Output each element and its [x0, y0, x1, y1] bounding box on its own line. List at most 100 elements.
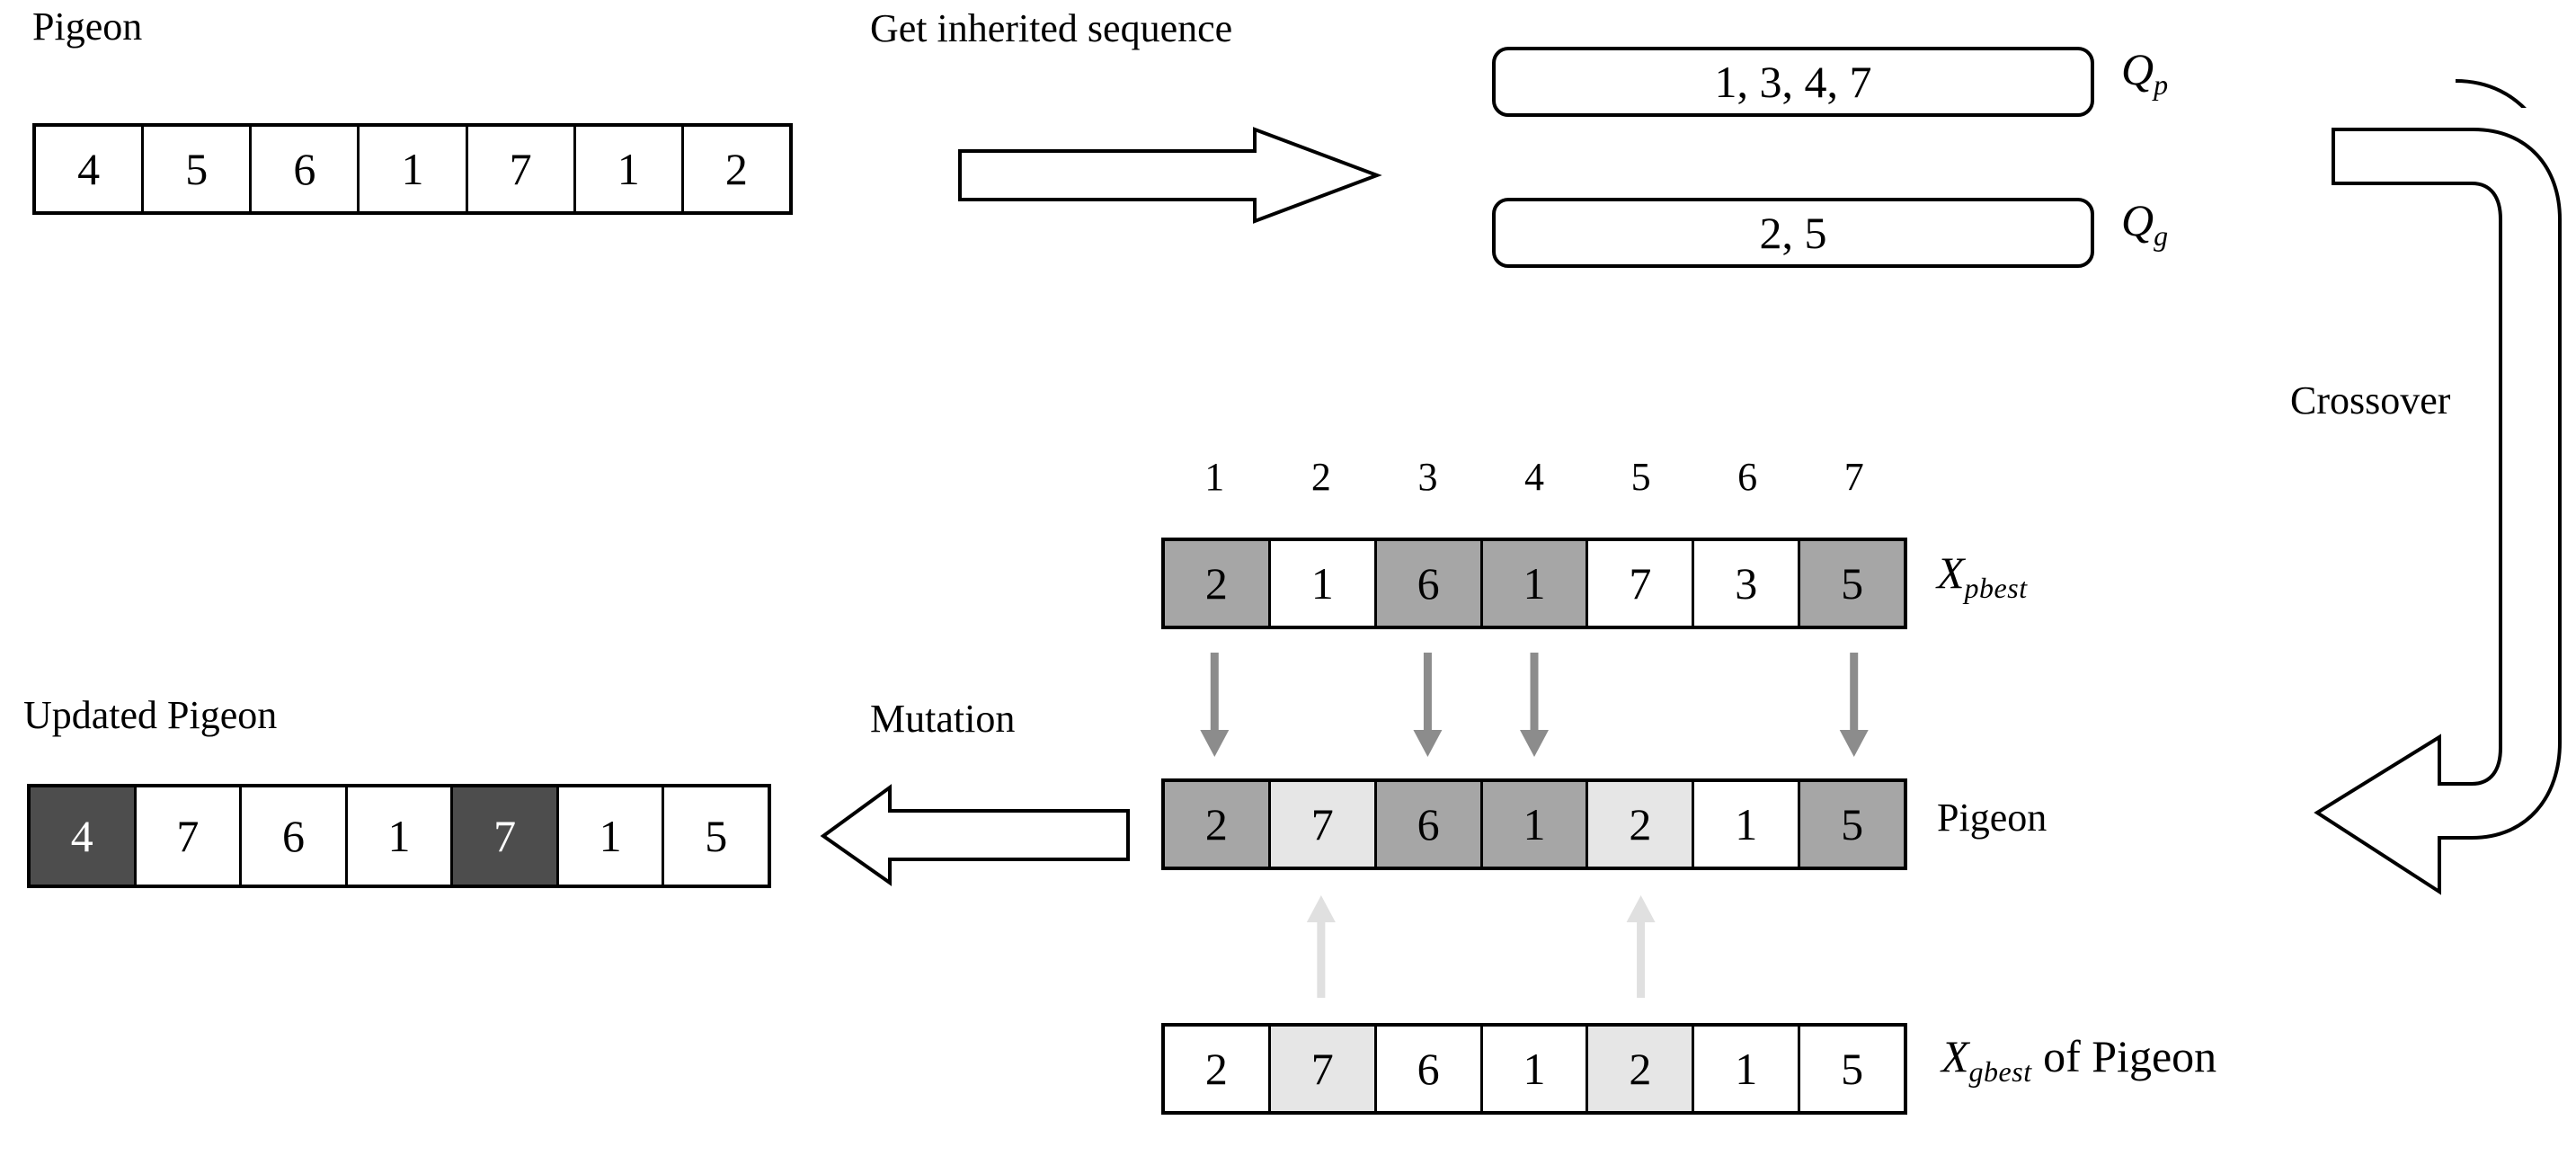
original-pigeon-cell-1: 4	[36, 127, 145, 211]
x-gbest-cell-1-value: 2	[1204, 1044, 1228, 1094]
updated-pigeon-cell-1: 4	[31, 787, 137, 885]
x-pbest-cell-2-value: 1	[1310, 558, 1334, 609]
pigeon-cell-3-value: 6	[1417, 799, 1440, 849]
original-pigeon-cell-2-value: 5	[185, 144, 209, 194]
updated-pigeon-cell-1-value: 4	[70, 811, 93, 861]
pigeon-cell-5-value: 2	[1629, 799, 1652, 849]
down-arrow-col-1	[1200, 653, 1230, 757]
pigeon-cell-7: 5	[1800, 782, 1905, 867]
original-pigeon-cell-6: 1	[575, 127, 684, 211]
original-pigeon-cell-5-value: 7	[509, 144, 532, 194]
updated-pigeon-cell-7-value: 5	[705, 811, 728, 861]
x-pbest-symbol: X	[1937, 547, 1965, 598]
qp-subscript: p	[2154, 68, 2169, 101]
x-pbest-cell-5-value: 7	[1629, 558, 1652, 609]
column-index-5: 5	[1630, 455, 1651, 499]
up-arrow-col-2	[1306, 895, 1336, 998]
column-index-4: 4	[1524, 455, 1545, 499]
updated-pigeon-cell-7: 5	[664, 787, 768, 885]
pigeon-cell-7-value: 5	[1841, 799, 1864, 849]
x-gbest-cell-4: 1	[1482, 1027, 1589, 1111]
arrow-left-mutation-icon	[820, 784, 1130, 886]
pigeon-cell-2-value: 7	[1310, 799, 1334, 849]
x-gbest-cell-7: 5	[1800, 1027, 1905, 1111]
arrow-crossover-shape	[2247, 108, 2576, 917]
x-pbest-cell-4-value: 1	[1523, 558, 1546, 609]
x-pbest-cell-7: 5	[1800, 541, 1905, 626]
pigeon-cell-4: 1	[1482, 782, 1589, 867]
pigeon-cell-6-value: 1	[1735, 799, 1758, 849]
x-pbest-cell-3-value: 6	[1417, 558, 1440, 609]
down-arrow-layer	[1161, 636, 1907, 773]
label-crossover: Crossover	[2290, 378, 2451, 422]
page-title-updated-pigeon: Updated Pigeon	[23, 693, 278, 737]
up-arrow-layer	[1161, 879, 1907, 1014]
x-gbest-cell-7-value: 5	[1841, 1044, 1864, 1094]
pigeon-cell-1: 2	[1165, 782, 1271, 867]
x-gbest-cell-2: 7	[1270, 1027, 1377, 1111]
updated-pigeon-cell-3-value: 6	[281, 811, 305, 861]
original-pigeon-cell-4: 1	[360, 127, 468, 211]
pigeon-cell-3: 6	[1376, 782, 1483, 867]
updated-pigeon-cell-2-value: 7	[176, 811, 200, 861]
inherited-box-qp: 1, 3, 4, 7	[1492, 47, 2094, 117]
page-title-pigeon: Pigeon	[32, 4, 143, 49]
updated-pigeon-cell-5-value: 7	[493, 811, 517, 861]
label-pigeon-row: Pigeon	[1937, 796, 2047, 840]
x-gbest-cell-5-value: 2	[1629, 1044, 1652, 1094]
label-mutation: Mutation	[870, 697, 1016, 741]
x-pbest-cell-6: 3	[1694, 541, 1801, 626]
x-pbest-cell-2: 1	[1270, 541, 1377, 626]
label-x-gbest: Xgbest of Pigeon	[1941, 1034, 2216, 1086]
column-index-1: 1	[1204, 455, 1225, 499]
pigeon-cell-2: 7	[1270, 782, 1377, 867]
label-get-inherited-sequence: Get inherited sequence	[870, 6, 1233, 50]
x-gbest-symbol: X	[1941, 1031, 1969, 1081]
inherited-box-qp-value: 1, 3, 4, 7	[1714, 57, 1872, 107]
updated-pigeon-cell-6: 1	[558, 787, 665, 885]
original-pigeon-cell-6-value: 1	[617, 144, 640, 194]
original-pigeon-cell-5: 7	[467, 127, 576, 211]
qg-subscript: g	[2154, 219, 2169, 252]
up-arrow-col-5	[1626, 895, 1656, 998]
x-pbest-subscript: pbest	[1964, 572, 2028, 604]
x-pbest-cell-6-value: 3	[1735, 558, 1758, 609]
down-arrow-col-7	[1839, 653, 1869, 757]
x-gbest-cell-1: 2	[1165, 1027, 1271, 1111]
x-pbest-cell-3: 6	[1376, 541, 1483, 626]
column-index-6: 6	[1737, 455, 1758, 499]
x-pbest-cell-4: 1	[1482, 541, 1589, 626]
original-pigeon-cell-2: 5	[144, 127, 253, 211]
x-gbest-subscript: gbest	[1968, 1055, 2032, 1088]
updated-pigeon-cell-3: 6	[242, 787, 348, 885]
x-pbest-cell-1-value: 2	[1204, 558, 1228, 609]
pigeon-cell-1-value: 2	[1204, 799, 1228, 849]
x-gbest-cell-3: 6	[1376, 1027, 1483, 1111]
x-gbest-cell-2-value: 7	[1310, 1044, 1334, 1094]
arrow-right-get-inherited-icon	[958, 126, 1382, 225]
x-gbest-cell-6-value: 1	[1735, 1044, 1758, 1094]
x-gbest-cell-6: 1	[1694, 1027, 1801, 1111]
original-pigeon-cell-3: 6	[252, 127, 360, 211]
qp-symbol: Q	[2121, 44, 2154, 94]
x-gbest-of-pigeon: of Pigeon	[2043, 1031, 2217, 1081]
inherited-box-qg: 2, 5	[1492, 198, 2094, 268]
x-gbest-cell-3-value: 6	[1417, 1044, 1440, 1094]
qg-symbol: Q	[2121, 195, 2154, 245]
updated-pigeon-cell-4: 1	[347, 787, 454, 885]
label-qp: Qp	[2121, 47, 2169, 99]
x-pbest-cell-1: 2	[1165, 541, 1271, 626]
x-pbest-cell-5: 7	[1588, 541, 1695, 626]
down-arrow-col-3	[1413, 653, 1443, 757]
column-index-7: 7	[1843, 455, 1864, 499]
original-pigeon-cell-3-value: 6	[293, 144, 316, 194]
updated-pigeon-cell-4-value: 1	[387, 811, 411, 861]
column-index-2: 2	[1310, 455, 1331, 499]
inherited-box-qg-value: 2, 5	[1759, 208, 1827, 258]
